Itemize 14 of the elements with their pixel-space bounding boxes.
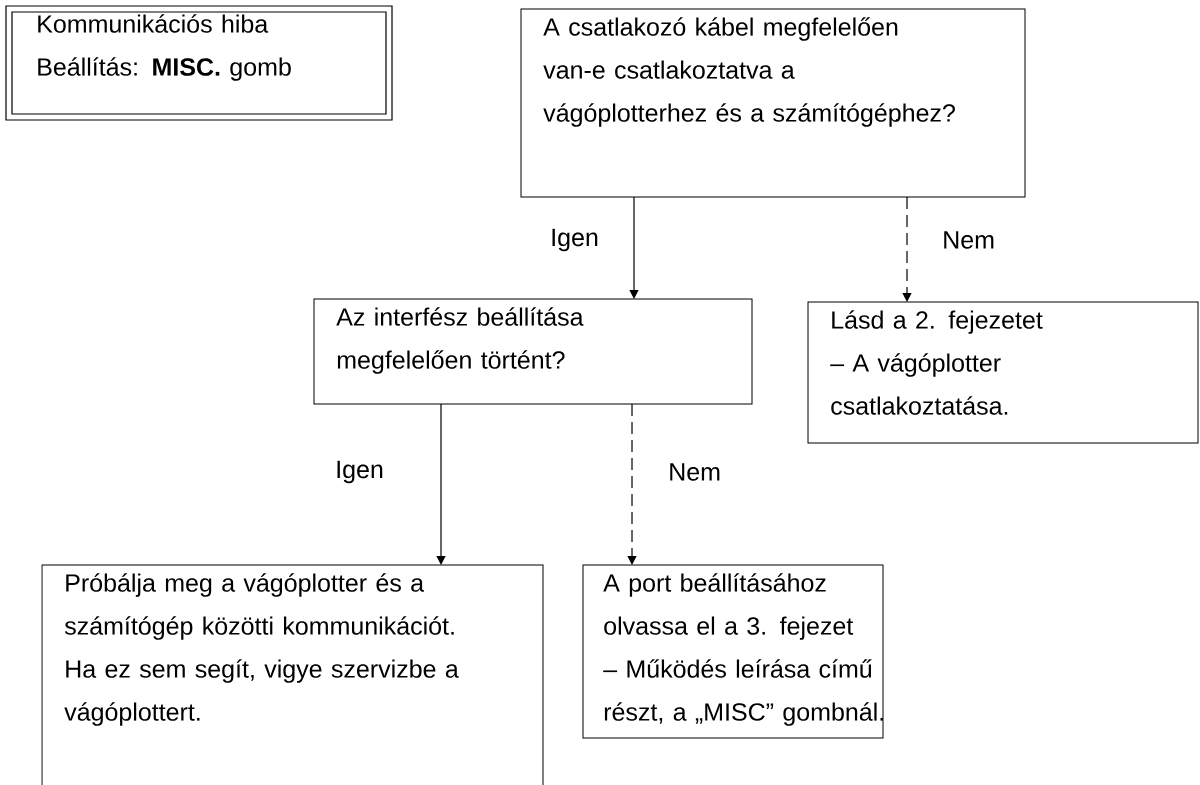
- process-box: Kommunikációs hiba Beállítás: MISC. gomb: [5, 5, 393, 121]
- edge-label: Igen: [552, 228, 598, 252]
- edge-label: Igen: [337, 460, 383, 484]
- edge-label: Nem: [670, 463, 720, 481]
- arrow: [627, 403, 637, 565]
- process-box: A port beállításához olvassa el a 3. fejezet – Működés leírása című részt, a „MISC” gombnál.: [582, 564, 884, 739]
- process-box: Lásd a 2. fejezetet – A vágóplotter csatlakoztatása.: [807, 301, 1199, 444]
- edge-label: Nem: [944, 231, 994, 249]
- arrow: [436, 403, 446, 565]
- process-box: Próbálja meg a vágóplotter és a számítógép közötti kommunikációt. Ha ez sem segít, vigye szervizbe a vágóplottert.: [41, 564, 544, 785]
- arrow: [902, 196, 912, 302]
- process-box: Az interfész beállítása megfelelően történt?: [313, 298, 753, 405]
- arrow: [629, 196, 639, 299]
- process-box: A csatlakozó kábel megfelelően van-e csatlakoztatva a vágóplotterhez és a számítógéphez?: [520, 8, 1026, 198]
